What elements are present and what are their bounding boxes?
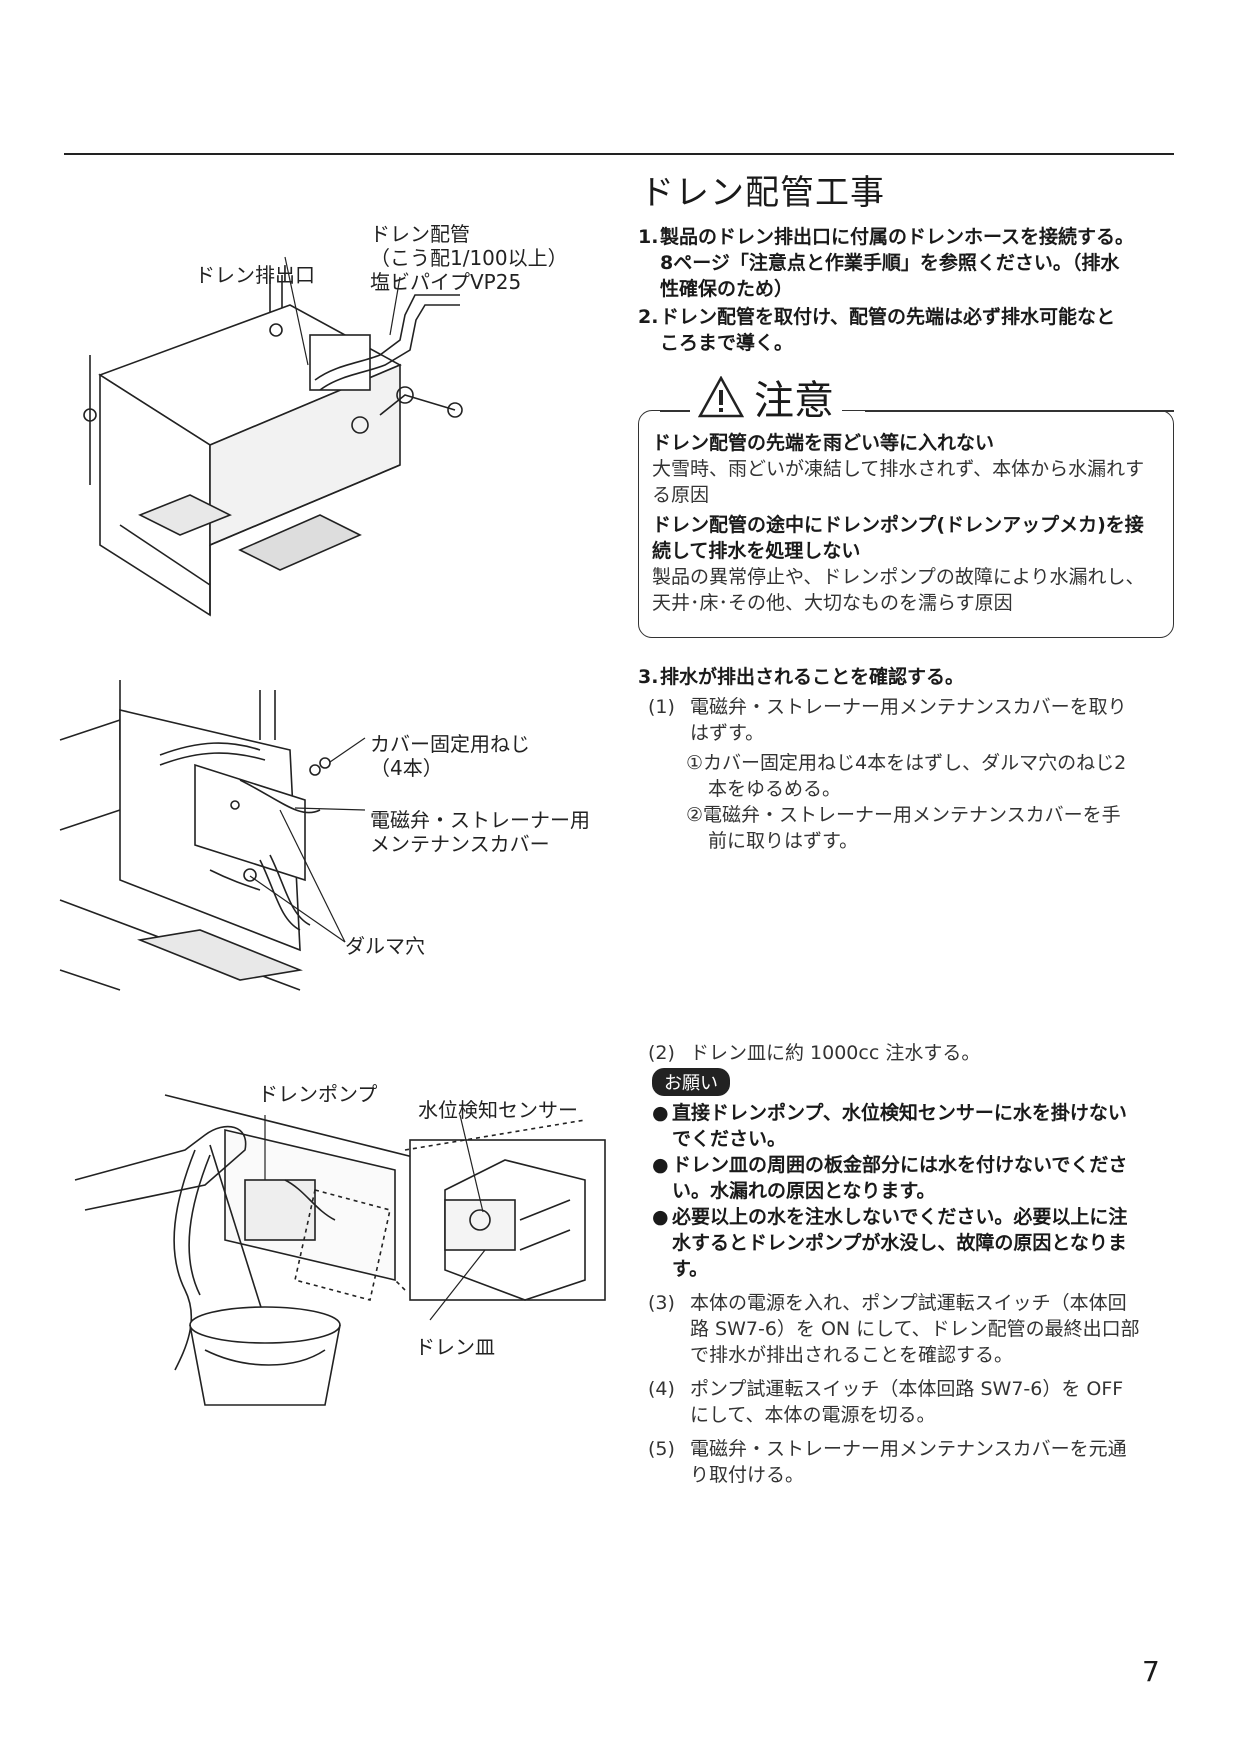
sub-step-5: (5) 電磁弁・ストレーナー用メンテナンスカバーを元通り取付ける。 <box>648 1436 1188 1488</box>
bullet-3-icon: ● <box>652 1206 669 1228</box>
sub-step-1-number: (1) <box>648 696 675 718</box>
caution-label: 注意 <box>754 378 834 424</box>
caution-text-1-line-2: る原因 <box>652 484 710 506</box>
item-2-line-2: 前に取りはずす。 <box>708 830 859 852</box>
caution-text-2-line-1: 製品の異常停止や、ドレンポンプの故障により水漏れし、 <box>652 566 1145 588</box>
bullet-2-icon: ● <box>652 1154 669 1176</box>
sub-step-2: (2) ドレン皿に約 1000cc 注水する。 <box>648 1040 1188 1066</box>
step-3: 3.排水が排出されることを確認する。 <box>638 664 1178 690</box>
sub-step-4-line-1: ポンプ試運転スイッチ（本体回路 SW7-6）を OFF <box>690 1378 1124 1400</box>
label-drain-pan: ドレン皿 <box>415 1335 495 1359</box>
label-drain-pump: ドレンポンプ <box>258 1082 378 1106</box>
label-cover-screw-line-2: （4本） <box>370 756 443 780</box>
label-cover-screw: カバー固定用ねじ （4本） <box>370 732 530 780</box>
caution-heading-2-line-2: 続して排水を処理しない <box>652 540 861 562</box>
bullet-3-line-2: 水するとドレンポンプが水没し、故障の原因となりま <box>672 1232 1127 1254</box>
bullet-1-icon: ● <box>652 1102 669 1124</box>
caution-heading-1: ドレン配管の先端を雨どい等に入れない <box>652 432 995 454</box>
sub-step-1-item-2: ②電磁弁・ストレーナー用メンテナンスカバーを手 前に取りはずす。 <box>686 802 1121 854</box>
sub-step-3-line-3: で排水が排出されることを確認する。 <box>690 1344 1014 1366</box>
caution-text-1: 大雪時、雨どいが凍結して排水されず、本体から水漏れす る原因 <box>652 456 1168 508</box>
label-drain-pipe-line-3: 塩ビパイプVP25 <box>370 270 522 294</box>
bullet-3-line-1: 必要以上の水を注水しないでください。必要以上に注 <box>672 1206 1128 1228</box>
caution-text-1-line-1: 大雪時、雨どいが凍結して排水されず、本体から水漏れす <box>652 458 1145 480</box>
label-drain-outlet: ドレン排出口 <box>195 263 315 287</box>
step-1-number: 1. <box>638 226 659 248</box>
item-1-line-2: 本をゆるめる。 <box>708 778 842 800</box>
label-drain-pipe-line-2: （こう配1/100以上） <box>370 246 568 270</box>
caution-content: ドレン配管の先端を雨どい等に入れない 大雪時、雨どいが凍結して排水されず、本体か… <box>652 430 1168 620</box>
bullet-1-line-2: でください。 <box>672 1128 787 1150</box>
caution-text-2-line-2: 天井･床･その他、大切なものを濡らす原因 <box>652 592 1013 614</box>
request-bullet-2: ● ドレン皿の周囲の板金部分には水を付けないでください。水漏れの原因となります。 <box>652 1152 1178 1204</box>
label-drain-pipe-line-1: ドレン配管 <box>370 222 470 246</box>
sub-step-1-line-1: 電磁弁・ストレーナー用メンテナンスカバーを取り <box>690 696 1127 718</box>
water-pouring-figure <box>74 1094 606 1406</box>
sub-step-3-line-2: 路 SW7-6）を ON にして、ドレン配管の最終出口部 <box>690 1318 1140 1340</box>
step-3-number: 3. <box>638 666 659 688</box>
sub-step-4: (4) ポンプ試運転スイッチ（本体回路 SW7-6）を OFF にして、本体の電源… <box>648 1376 1188 1428</box>
sub-step-2-text: ドレン皿に約 1000cc 注水する。 <box>690 1042 981 1064</box>
bullet-1-line-1: 直接ドレンポンプ、水位検知センサーに水を掛けない <box>672 1102 1127 1124</box>
sub-step-5-line-1: 電磁弁・ストレーナー用メンテナンスカバーを元通 <box>690 1438 1127 1460</box>
bullet-2-line-1: ドレン皿の周囲の板金部分には水を付けないでくださ <box>672 1154 1128 1176</box>
sub-step-2-number: (2) <box>648 1042 675 1064</box>
sub-step-1: (1) 電磁弁・ストレーナー用メンテナンスカバーを取りはずす。 <box>648 694 1188 746</box>
item-2-mark: ② <box>686 804 704 826</box>
sub-step-4-number: (4) <box>648 1378 675 1400</box>
label-maintenance-cover: 電磁弁・ストレーナー用 メンテナンスカバー <box>370 808 590 856</box>
step-1-line-3: 性確保のため） <box>660 278 794 300</box>
sub-step-3: (3) 本体の電源を入れ、ポンプ試運転スイッチ（本体回路 SW7-6）を ON … <box>648 1290 1188 1368</box>
label-water-level-sensor: 水位検知センサー <box>418 1098 578 1122</box>
step-3-text: 排水が排出されることを確認する。 <box>660 666 965 688</box>
step-2: 2.ドレン配管を取付け、配管の先端は必ず排水可能なと ころまで導く。 <box>638 304 1178 356</box>
request-bullet-1: ● 直接ドレンポンプ、水位検知センサーに水を掛けないでください。 <box>652 1100 1178 1152</box>
step-2-line-1-tail: と <box>1096 306 1116 328</box>
request-badge: お願い <box>652 1068 730 1096</box>
caution-header: 注意 <box>690 372 842 424</box>
top-rule <box>64 153 1174 155</box>
label-daruma-hole: ダルマ穴 <box>345 934 425 958</box>
sub-step-3-line-1: 本体の電源を入れ、ポンプ試運転スイッチ（本体回 <box>690 1292 1127 1314</box>
label-cover-screw-line-1: カバー固定用ねじ <box>370 732 530 756</box>
step-1-line-2: 8ページ「注意点と作業手順」を参照ください。（排水 <box>660 252 1120 274</box>
caution-text-2: 製品の異常停止や、ドレンポンプの故障により水漏れし、 天井･床･その他、大切なも… <box>652 564 1168 616</box>
caution-heading-2-line-1: ドレン配管の途中にドレンポンプ(ドレンアップメカ)を接 <box>652 514 1144 536</box>
sub-step-1-item-1: ①カバー固定用ねじ4本をはずし、ダルマ穴のねじ2 本をゆるめる。 <box>686 750 1126 802</box>
warning-triangle-icon <box>698 376 744 418</box>
caution-heading-2: ドレン配管の途中にドレンポンプ(ドレンアップメカ)を接 続して排水を処理しない <box>652 512 1168 564</box>
label-maintenance-cover-line-1: 電磁弁・ストレーナー用 <box>370 808 590 832</box>
drain-piping-figure <box>83 256 463 617</box>
caution-rule-left <box>660 410 690 412</box>
item-1-mark: ① <box>686 752 704 774</box>
step-2-number: 2. <box>638 306 659 328</box>
item-2-line-1: 電磁弁・ストレーナー用メンテナンスカバーを手 <box>703 804 1121 826</box>
bullet-2-line-2: い。水漏れの原因となります。 <box>672 1180 936 1202</box>
sub-step-5-number: (5) <box>648 1438 675 1460</box>
label-maintenance-cover-line-2: メンテナンスカバー <box>370 832 550 856</box>
step-2-line-2: ころまで導く。 <box>660 332 794 354</box>
request-bullet-3: ● 必要以上の水を注水しないでください。必要以上に注水するとドレンポンプが水没し… <box>652 1204 1178 1282</box>
sub-step-5-line-2: り取付ける。 <box>690 1464 805 1486</box>
step-2-line-1: ドレン配管を取付け、配管の先端は必ず排水可能な <box>660 306 1097 328</box>
section-title: ドレン配管工事 <box>640 173 885 213</box>
sub-step-1-line-2: はずす。 <box>690 722 765 744</box>
item-1-line-1: カバー固定用ねじ4本をはずし、ダルマ穴のねじ2 <box>703 752 1127 774</box>
bullet-3-line-3: す。 <box>672 1258 709 1280</box>
label-drain-pipe: ドレン配管 （こう配1/100以上） 塩ビパイプVP25 <box>370 222 568 294</box>
step-1: 1.製品のドレン排出口に付属のドレンホースを接続する。 8ページ「注意点と作業手… <box>638 224 1178 302</box>
caution-rule-right <box>865 410 1174 412</box>
maintenance-cover-figure <box>59 680 366 991</box>
sub-step-3-number: (3) <box>648 1292 675 1314</box>
sub-step-4-line-2: にして、本体の電源を切る。 <box>690 1404 936 1426</box>
step-1-line-1: 製品のドレン排出口に付属のドレンホースを接続する。 <box>660 226 1135 248</box>
page-number: 7 <box>1142 1655 1160 1688</box>
